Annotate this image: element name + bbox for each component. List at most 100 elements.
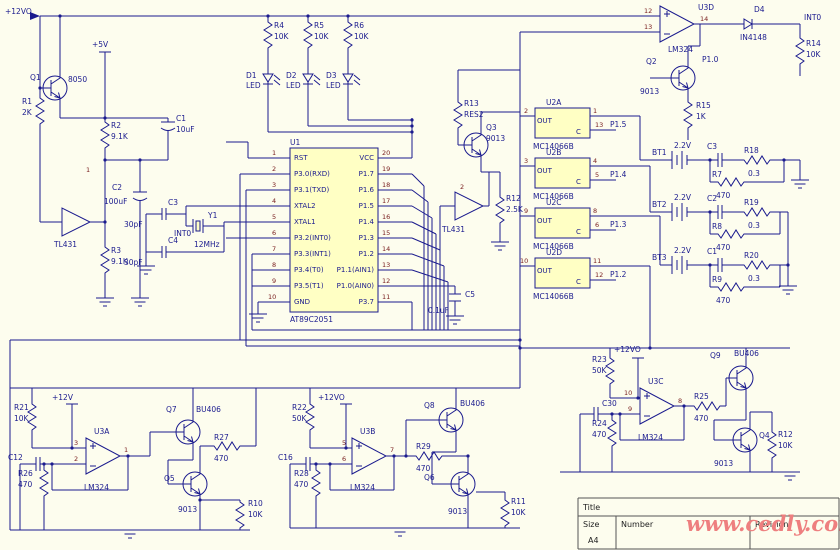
u2a-out-label: OUT [537,117,553,125]
resistor-r4 [263,19,273,51]
net-int0-top: INT0 [804,13,821,22]
u2b-net: P1.4 [610,170,627,179]
u3b-pin-out: 7 [390,446,394,454]
u2d-in-pin: 10 [520,257,528,265]
resistor-r26 [39,467,49,499]
r20-value: 0.3 [748,274,760,283]
mcu-pin-label-right-2: P1.7 [359,170,374,178]
net-plus5v: +5V [92,40,109,49]
component-symbols [27,5,810,539]
u2b-part: MC14066B [533,192,574,201]
c3-ref: C3 [168,198,178,207]
mcu-pin-label-right-4: P1.5 [359,202,374,210]
resistor-r2 [100,119,110,151]
u3d-pin-14: 14 [700,15,708,23]
transistor-q6 [447,465,476,503]
r25-value: 470 [694,414,709,423]
y1-value: 12MHz [194,240,220,249]
r28-ref: R28 [294,469,309,478]
resistor-r21 [27,401,37,433]
r23-ref: R23 [592,355,607,364]
size-label: Size [583,520,600,529]
mcu-pin-label-right-6: P1.3 [359,234,374,242]
tl431-left-label: TL431 [53,240,77,249]
u3a-pin-n: 2 [74,455,78,463]
u3b-ref: U3B [360,427,375,436]
r11-ref: R11 [511,497,526,506]
mcu-pin-label-left-5: XTAL1 [294,218,316,226]
q6-part: 9013 [448,507,467,516]
battery-bt1 [671,150,688,170]
title-block: Title Size A4 Number Revision www.cedly.… [577,497,840,550]
q4-ref: Q4 [759,431,770,440]
u3a-part: LM324 [84,483,109,492]
mcu-part: AT89C2051 [290,315,333,324]
number-label: Number [621,520,654,529]
mcu-pin-num-right-4: 17 [382,197,390,205]
r1-ref: R1 [22,97,32,106]
u2a-c-label: C [576,128,581,136]
c12-ref: C12 [8,453,23,462]
ground-icon [130,297,150,307]
led-d1 [262,73,281,89]
r21-ref: R21 [14,403,29,412]
r19-ref: R19 [744,198,759,207]
resistor-r5 [303,19,313,51]
r25-ref: R25 [694,392,709,401]
ground-icon [780,471,800,481]
c2-ref: C2 [112,183,122,192]
u2d-out-label: OUT [537,267,553,275]
u2c-c-label: C [576,228,581,236]
r12-value: 2.5K [506,205,524,214]
r20-ref: R20 [744,251,759,260]
r10-value: 10K [248,510,264,519]
u2d-out-pin: 11 [593,257,601,265]
resistor-r18 [741,155,773,165]
resistor-r3 [100,244,110,276]
q2-ref: Q2 [646,57,657,66]
r13-value: RES2 [464,110,484,119]
r3-value: 9.1K [111,257,129,266]
c4-ref: C4 [168,236,178,245]
resistor-r22 [305,401,315,433]
u3a-ref: U3A [94,427,110,436]
resistor-r25 [691,401,723,411]
transistor-q5 [179,465,208,503]
y1-ref: Y1 [207,211,218,220]
u3b-pin-p: 5 [342,439,346,447]
u2c-out-pin: 8 [593,207,597,215]
r15-ref: R15 [696,101,711,110]
u3d-part: LM324 [668,45,693,54]
mcu-pin-num-left-2: 2 [272,165,276,173]
c3-value: 30pF [124,220,143,229]
r3-ref: R3 [111,246,121,255]
r2-value: 9.1K [111,132,129,141]
mcu-pin-label-right-8: P1.1(AIN1) [337,266,375,274]
q1-ref: Q1 [30,73,41,82]
bt2-value: 2.2V [674,193,692,202]
u2c-out-label: OUT [537,217,553,225]
capacitor-c2 [132,191,148,201]
mcu-pin-label-left-6: P3.2(INT0) [294,234,331,242]
bt3-ref: BT3 [652,253,667,262]
r26-ref: R26 [18,469,33,478]
r12-ref: R12 [506,194,521,203]
r4-value: 10K [274,32,290,41]
r26-value: 470 [18,480,33,489]
q3-ref: Q3 [486,123,497,132]
ground-icon [445,315,465,325]
u2b-ref: U2B [546,148,561,157]
c16-ref: C16 [278,453,293,462]
capacitor-cb2 [717,204,723,220]
r28-value: 470 [294,480,309,489]
mcu-pin-label-right-3: P1.6 [359,186,375,194]
u2d-net: P1.2 [610,270,627,279]
q7-ref: Q7 [166,405,177,414]
mcu-pin-label-right-10: P3.7 [359,298,374,306]
r18-value: 0.3 [748,169,760,178]
r24-ref: R24 [592,419,607,428]
resistor-r28 [311,467,321,499]
r6-ref: R6 [354,21,364,30]
resistor-r7 [715,177,747,187]
